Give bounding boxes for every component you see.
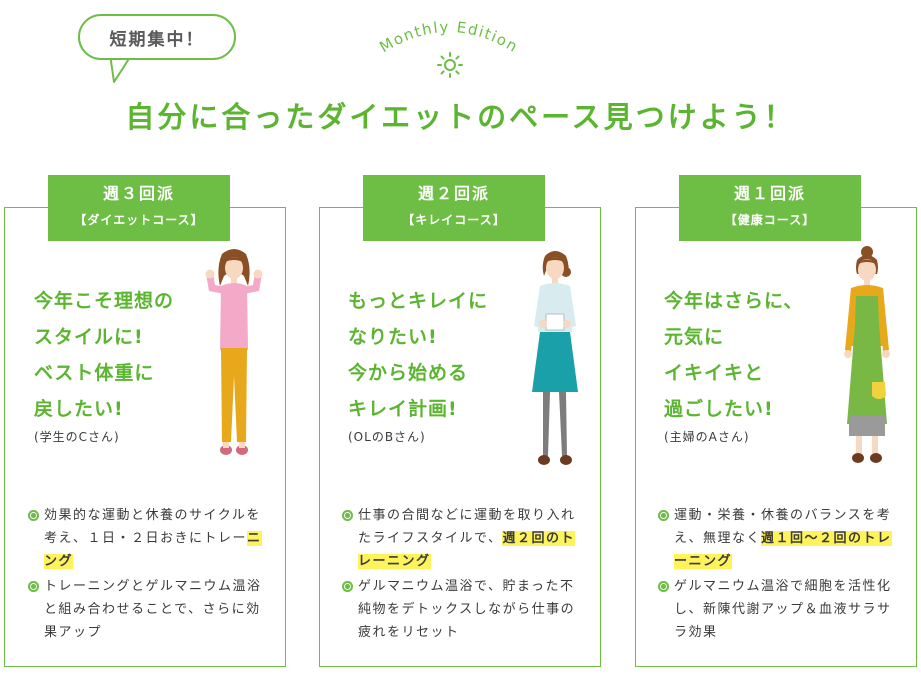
edition-text: Monthly Edition bbox=[376, 18, 520, 56]
course-points: 効果的な運動と休養のサイクルを考え、１日・２日おきにトレーニング トレーニングと… bbox=[28, 504, 273, 646]
bullet-icon bbox=[28, 581, 39, 592]
catch-line: 戻したい! bbox=[34, 398, 124, 420]
course-tab-3x: 週３回派 【ダイエットコース】 bbox=[48, 175, 230, 241]
catch-line: スタイルに! bbox=[34, 326, 144, 348]
monthly-edition-label: Monthly Edition bbox=[376, 18, 521, 56]
persona-label: (学生のCさん) bbox=[34, 430, 120, 444]
bullet-icon bbox=[342, 510, 353, 521]
catch-line: キレイ計画! bbox=[348, 398, 458, 420]
bullet-icon bbox=[28, 510, 39, 521]
point-item: 仕事の合間などに運動を取り入れたライフスタイルで、週２回のトレーニング bbox=[342, 504, 587, 573]
course-points: 仕事の合間などに運動を取り入れたライフスタイルで、週２回のトレーニング ゲルマニ… bbox=[342, 504, 587, 646]
catch-line: もっとキレイに bbox=[348, 290, 489, 312]
speech-bubble: 短期集中！ bbox=[78, 14, 236, 60]
catch-line: 今年こそ理想の bbox=[34, 290, 175, 312]
catch-line: 今年はさらに、 bbox=[664, 290, 804, 312]
catchphrase: もっとキレイに なりたい! 今から始める キレイ計画! bbox=[348, 283, 488, 427]
office-woman-illustration bbox=[532, 251, 578, 465]
catch-line: ベスト体重に bbox=[34, 362, 155, 384]
point-item: 効果的な運動と休養のサイクルを考え、１日・２日おきにトレーニング bbox=[28, 504, 273, 573]
catch-line: なりたい! bbox=[348, 326, 438, 348]
point-item: 運動・栄養・休養のバランスを考え、無理なく週１回〜２回のトレーニング bbox=[658, 504, 903, 573]
course-tab-2x: 週２回派 【キレイコース】 bbox=[363, 175, 545, 241]
course-tab-title: 週３回派 bbox=[102, 184, 175, 203]
course-tab-subtitle: 【キレイコース】 bbox=[402, 213, 506, 227]
catch-line: 元気に bbox=[664, 326, 725, 348]
svg-text:Monthly Edition: Monthly Edition bbox=[376, 18, 521, 56]
course-tab-subtitle: 【ダイエットコース】 bbox=[74, 213, 204, 227]
course-tab-subtitle: 【健康コース】 bbox=[724, 213, 816, 227]
bullet-icon bbox=[342, 581, 353, 592]
persona-label: (OLのBさん) bbox=[348, 430, 426, 444]
catchphrase: 今年こそ理想の スタイルに! ベスト体重に 戻したい! bbox=[34, 283, 174, 427]
catch-line: イキイキと bbox=[664, 362, 765, 384]
bullet-icon bbox=[658, 510, 669, 521]
student-woman-illustration bbox=[205, 249, 263, 455]
housewife-illustration bbox=[844, 246, 890, 463]
point-item: ゲルマニウム温浴で細胞を活性化し、新陳代謝アップ＆血液サラサラ効果 bbox=[658, 575, 903, 644]
point-item: トレーニングとゲルマニウム温浴と組み合わせることで、さらに効果アップ bbox=[28, 575, 273, 644]
persona-label: (主婦のAさん) bbox=[664, 430, 750, 444]
course-tab-title: 週１回派 bbox=[733, 184, 806, 203]
catch-line: 過ごしたい! bbox=[664, 398, 774, 420]
course-tab-1x: 週１回派 【健康コース】 bbox=[679, 175, 861, 241]
sun-icon bbox=[437, 52, 463, 78]
catch-line: 今から始める bbox=[348, 362, 469, 384]
catchphrase: 今年はさらに、 元気に イキイキと 過ごしたい! bbox=[664, 283, 803, 427]
course-tab-title: 週２回派 bbox=[417, 184, 490, 203]
page-headline: 自分に合ったダイエットのペース見つけよう！ bbox=[125, 100, 796, 134]
point-item: ゲルマニウム温浴で、貯まった不純物をデトックスしながら仕事の疲れをリセット bbox=[342, 575, 587, 644]
bullet-icon bbox=[658, 581, 669, 592]
bubble-text: 短期集中！ bbox=[109, 29, 205, 50]
course-points: 運動・栄養・休養のバランスを考え、無理なく週１回〜２回のトレーニング ゲルマニウ… bbox=[658, 504, 903, 646]
